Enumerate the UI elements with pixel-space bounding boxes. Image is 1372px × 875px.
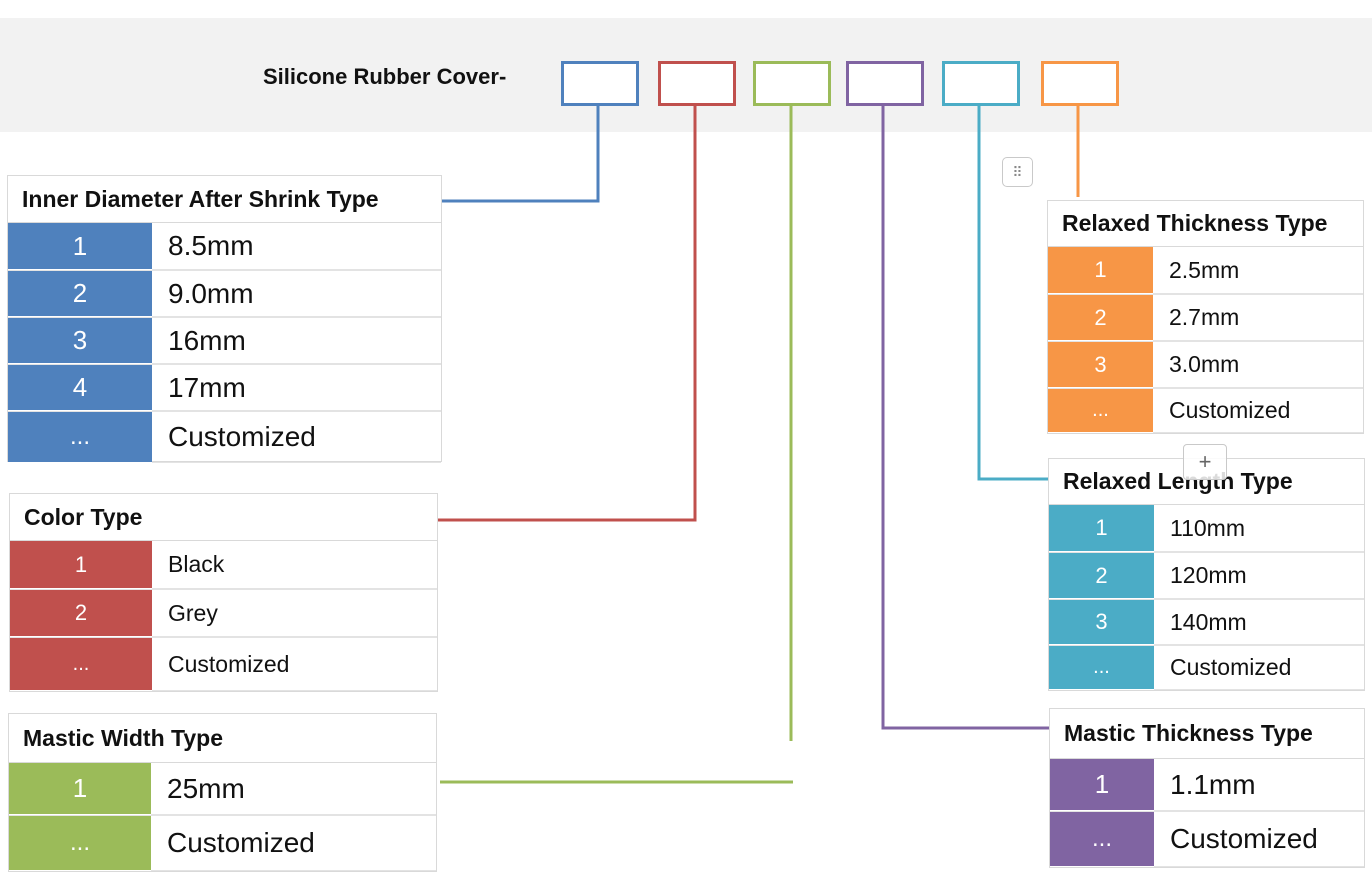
panel-title: Mastic Thickness Type: [1050, 709, 1364, 759]
option-value: 2.7mm: [1153, 295, 1363, 341]
option-row[interactable]: 3 140mm: [1049, 599, 1364, 645]
panel-title: Color Type: [10, 494, 437, 541]
code-box-color[interactable]: [658, 61, 736, 106]
option-code: 1: [1050, 759, 1154, 811]
option-code: 3: [1048, 342, 1153, 388]
option-value: 17mm: [152, 365, 441, 411]
option-row[interactable]: 2 120mm: [1049, 552, 1364, 599]
inner-diameter-panel: Inner Diameter After Shrink Type 1 8.5mm…: [7, 175, 442, 463]
code-box-relaxed-thickness[interactable]: [1041, 61, 1119, 106]
mastic-width-panel: Mastic Width Type 1 25mm ... Customized: [8, 713, 437, 872]
option-code: ...: [1048, 389, 1153, 433]
option-code: ...: [9, 816, 151, 871]
option-row[interactable]: 3 16mm: [8, 317, 441, 364]
option-value: Customized: [151, 816, 436, 871]
option-code: 1: [9, 763, 151, 815]
code-box-mastic-width[interactable]: [753, 61, 831, 106]
option-row[interactable]: 3 3.0mm: [1048, 341, 1363, 388]
option-code: 1: [8, 223, 152, 270]
mastic-thickness-panel: Mastic Thickness Type 1 1.1mm ... Custom…: [1049, 708, 1365, 868]
relaxed-thickness-panel: Relaxed Thickness Type 1 2.5mm 2 2.7mm 3…: [1047, 200, 1364, 434]
code-box-inner-diameter[interactable]: [561, 61, 639, 106]
connector-mastic-thickness: [881, 106, 1049, 730]
option-row[interactable]: ... Customized: [8, 411, 441, 463]
option-value: Customized: [1153, 389, 1363, 433]
option-value: 140mm: [1154, 600, 1364, 645]
drag-handle-icon[interactable]: ⠿: [1002, 157, 1033, 187]
option-value: 25mm: [151, 763, 436, 815]
connector-relaxed-length: [977, 106, 1049, 481]
option-code: 2: [1049, 553, 1154, 599]
option-row[interactable]: 1 110mm: [1049, 505, 1364, 552]
option-value: 110mm: [1154, 505, 1364, 552]
option-value: Black: [152, 541, 437, 589]
option-code: ...: [8, 412, 152, 463]
option-list: 1 8.5mm 2 9.0mm 3 16mm 4 17mm ... Custom…: [8, 223, 441, 463]
option-list: 1 2.5mm 2 2.7mm 3 3.0mm ... Customized: [1048, 247, 1363, 433]
option-code: ...: [10, 638, 152, 691]
panel-title: Relaxed Length Type: [1049, 459, 1364, 505]
option-row[interactable]: 1 Black: [10, 541, 437, 589]
code-box-relaxed-length[interactable]: [942, 61, 1020, 106]
option-row[interactable]: ... Customized: [1049, 645, 1364, 690]
connector-inner-diameter: [441, 106, 600, 203]
option-list: 1 25mm ... Customized: [9, 763, 436, 871]
option-code: 1: [10, 541, 152, 589]
option-row[interactable]: 1 25mm: [9, 763, 436, 815]
option-code: 2: [1048, 295, 1153, 341]
connector-color: [437, 106, 697, 522]
option-value: 1.1mm: [1154, 759, 1364, 811]
plus-icon[interactable]: +: [1183, 444, 1227, 480]
option-value: 2.5mm: [1153, 247, 1363, 294]
option-row[interactable]: 2 2.7mm: [1048, 294, 1363, 341]
relaxed-length-panel: Relaxed Length Type 1 110mm 2 120mm 3 14…: [1048, 458, 1365, 691]
option-value: Customized: [152, 412, 441, 463]
option-list: 1 Black 2 Grey ... Customized: [10, 541, 437, 691]
option-value: 8.5mm: [152, 223, 441, 270]
option-value: 16mm: [152, 318, 441, 364]
option-row[interactable]: 1 8.5mm: [8, 223, 441, 270]
option-value: 120mm: [1154, 553, 1364, 599]
option-value: 3.0mm: [1153, 342, 1363, 388]
option-row[interactable]: 4 17mm: [8, 364, 441, 411]
option-code: 1: [1049, 505, 1154, 552]
panel-title: Mastic Width Type: [9, 714, 436, 763]
option-row[interactable]: 2 Grey: [10, 589, 437, 637]
panel-title: Inner Diameter After Shrink Type: [8, 176, 441, 223]
option-code: 2: [8, 271, 152, 317]
option-row[interactable]: ... Customized: [1050, 811, 1364, 867]
option-code: 1: [1048, 247, 1153, 294]
option-value: Customized: [1154, 646, 1364, 690]
option-code: 4: [8, 365, 152, 411]
option-row[interactable]: ... Customized: [1048, 388, 1363, 433]
color-type-panel: Color Type 1 Black 2 Grey ... Customized: [9, 493, 438, 692]
option-code: 3: [8, 318, 152, 364]
option-code: 2: [10, 590, 152, 637]
option-list: 1 110mm 2 120mm 3 140mm ... Customized: [1049, 505, 1364, 690]
product-label: Silicone Rubber Cover-: [263, 64, 507, 89]
option-code: ...: [1049, 646, 1154, 690]
option-code: 3: [1049, 600, 1154, 645]
option-code: ...: [1050, 812, 1154, 867]
option-row[interactable]: 1 1.1mm: [1050, 759, 1364, 811]
option-row[interactable]: 1 2.5mm: [1048, 247, 1363, 294]
panel-title: Relaxed Thickness Type: [1048, 201, 1363, 247]
option-value: 9.0mm: [152, 271, 441, 317]
option-row[interactable]: 2 9.0mm: [8, 270, 441, 317]
option-value: Grey: [152, 590, 437, 637]
option-list: 1 1.1mm ... Customized: [1050, 759, 1364, 867]
option-row[interactable]: ... Customized: [9, 815, 436, 871]
option-value: Customized: [152, 638, 437, 691]
option-value: Customized: [1154, 812, 1364, 867]
option-row[interactable]: ... Customized: [10, 637, 437, 691]
code-box-mastic-thickness[interactable]: [846, 61, 924, 106]
